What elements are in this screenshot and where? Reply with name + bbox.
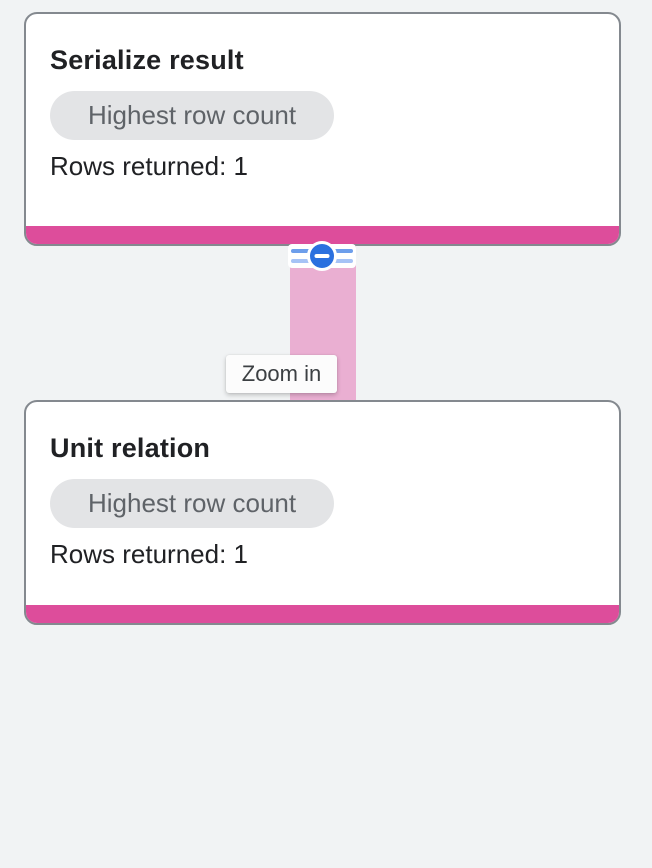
minus-icon — [314, 254, 330, 258]
collapse-node-button[interactable] — [307, 241, 337, 271]
node-title: Serialize result — [50, 45, 244, 75]
node-accent-bar — [26, 226, 619, 244]
rows-returned-label: Rows returned: 1 — [50, 151, 248, 181]
collapse-widget[interactable] — [288, 241, 356, 271]
highest-row-count-badge: Highest row count — [50, 479, 335, 528]
tooltip-label: Zoom in — [241, 361, 322, 386]
rows-returned-label: Rows returned: 1 — [50, 539, 248, 569]
plan-node-unit-relation[interactable]: Unit relation Highest row count Rows ret… — [24, 400, 621, 625]
node-accent-bar — [26, 605, 619, 623]
node-title: Unit relation — [50, 433, 211, 463]
zoom-in-tooltip: Zoom in — [226, 355, 337, 393]
plan-node-serialize-result[interactable]: Serialize result Highest row count Rows … — [24, 12, 621, 246]
highest-row-count-badge: Highest row count — [50, 91, 335, 140]
